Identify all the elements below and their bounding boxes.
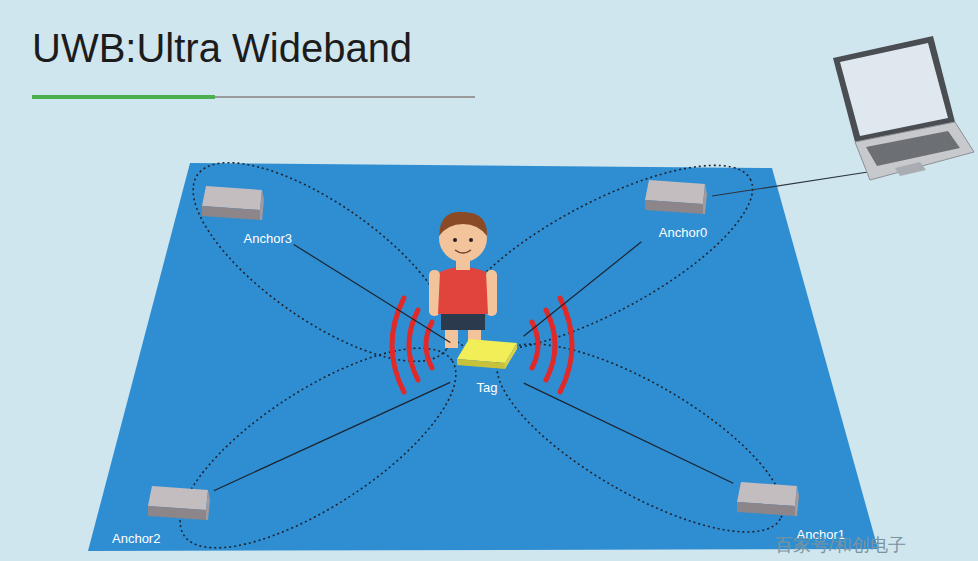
person-eye xyxy=(469,238,473,242)
node-shape xyxy=(455,335,519,377)
grey-underline xyxy=(215,96,475,98)
floor xyxy=(88,163,878,551)
range-ellipse xyxy=(164,127,480,396)
range-ellipse xyxy=(152,312,484,561)
green-underline xyxy=(32,95,215,99)
person-hair xyxy=(439,212,487,236)
person-shirt xyxy=(438,267,488,314)
anchor-box xyxy=(200,182,266,224)
anchor-node: Anchor3 xyxy=(200,182,292,247)
node-label: Anchor0 xyxy=(659,225,707,241)
diagram-title: UWB:Ultra Wideband xyxy=(32,24,412,72)
anchor-top xyxy=(202,186,262,210)
anchor-side xyxy=(206,490,210,520)
anchor-front xyxy=(737,502,795,516)
anchor-node: Anchor0 xyxy=(643,176,723,241)
laptop-screen xyxy=(840,43,948,136)
title-underline xyxy=(32,97,475,98)
anchor-front xyxy=(645,200,703,214)
anchor-node: Anchor1 xyxy=(735,478,845,543)
ranging-line xyxy=(524,242,642,336)
ranging-line xyxy=(214,382,450,490)
signal-arc xyxy=(409,310,418,380)
tag-front xyxy=(457,359,505,369)
laptop xyxy=(833,36,974,180)
anchor-top xyxy=(737,482,797,506)
anchor-node: Anchor2 xyxy=(112,482,212,547)
laptop-keyboard xyxy=(866,131,960,166)
node-shape xyxy=(735,478,801,524)
tag-node: Tag xyxy=(452,335,522,396)
node-label: Anchor2 xyxy=(112,531,160,547)
anchor-box xyxy=(735,478,801,520)
anchor-front xyxy=(202,206,260,220)
range-ellipses xyxy=(152,127,808,561)
node-label: Tag xyxy=(477,380,498,396)
watermark: 百家号/和创电子 xyxy=(775,534,906,556)
node-shape xyxy=(643,176,709,222)
laptop-base xyxy=(855,122,974,180)
anchor-side xyxy=(260,190,264,220)
signal-arc xyxy=(546,310,555,380)
range-ellipse xyxy=(472,309,808,561)
anchor-box xyxy=(643,176,709,218)
laptop-cable xyxy=(712,172,868,196)
anchor-box xyxy=(146,482,212,524)
person-eye xyxy=(453,238,457,242)
node-shape xyxy=(146,482,212,528)
tag-pad xyxy=(455,335,519,373)
anchor-top xyxy=(645,180,705,204)
person xyxy=(429,212,497,348)
range-ellipse xyxy=(428,131,776,386)
signal-arc xyxy=(560,298,572,392)
anchor-front xyxy=(148,506,206,520)
person-smile xyxy=(455,250,471,253)
laptop-touchpad xyxy=(895,162,926,176)
ranging-line xyxy=(524,383,733,483)
anchor-side xyxy=(703,184,707,214)
tag-side xyxy=(505,343,517,369)
node-label: Anchor3 xyxy=(244,231,292,247)
node-shape xyxy=(200,182,266,228)
ranging-line xyxy=(294,244,451,342)
anchor-top xyxy=(148,486,208,510)
anchor-side xyxy=(795,486,799,516)
